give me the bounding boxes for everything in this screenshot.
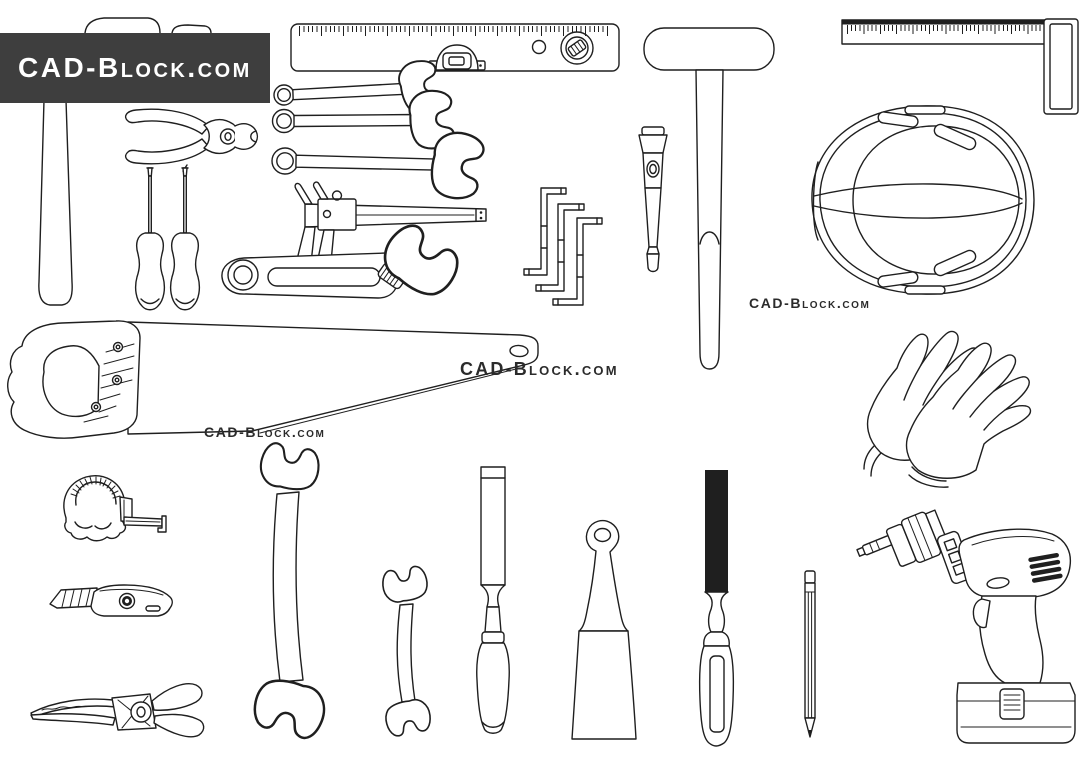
watermark-near-mallet: CAD-Block.com xyxy=(749,295,871,311)
combination-wrench-large-icon xyxy=(271,131,485,200)
diagonal-pliers-icon xyxy=(124,108,259,165)
logo-text: CAD-Block.com xyxy=(18,52,252,83)
hex-key-set-icon xyxy=(523,187,603,306)
utility-knife-icon xyxy=(49,584,173,617)
long-nose-pliers-icon xyxy=(30,683,205,738)
pencil-icon xyxy=(804,570,816,738)
cad-block-logo: CAD-Block.com xyxy=(0,33,270,103)
hand-saw-icon xyxy=(7,320,539,439)
flat-file-icon xyxy=(698,470,735,747)
screwdriver-flat-icon xyxy=(134,167,166,311)
safety-helmet-icon xyxy=(811,105,1035,295)
mallet-icon xyxy=(643,27,775,370)
hammer-icon xyxy=(38,17,212,306)
try-square-icon xyxy=(841,18,1079,115)
screwdriver-phillips-icon xyxy=(169,164,201,311)
combination-wrench-medium-icon xyxy=(271,89,455,150)
open-end-wrench-large-icon xyxy=(253,442,326,740)
putty-knife-icon xyxy=(571,519,637,740)
watermark-on-saw-blade: CAD-Block.com xyxy=(460,359,619,379)
adjustable-wrench-icon xyxy=(221,224,459,299)
watermark-below-saw: CAD-Block.com xyxy=(204,424,326,440)
wood-chisel-icon xyxy=(476,466,510,734)
flashlight-icon xyxy=(638,126,668,273)
tape-measure-icon xyxy=(63,475,167,542)
open-end-wrench-small-icon xyxy=(382,565,431,737)
spirit-level-icon xyxy=(290,23,620,72)
combination-wrench-small-icon xyxy=(273,60,444,114)
work-gloves-icon xyxy=(863,330,1032,488)
cordless-drill-icon xyxy=(856,509,1076,744)
